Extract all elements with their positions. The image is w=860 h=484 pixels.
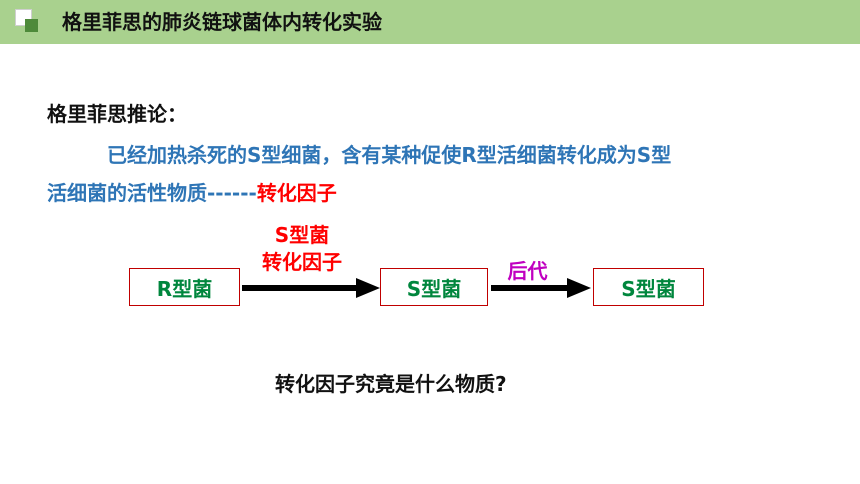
paragraph-line-2-text: 活细菌的活性物质------ <box>47 181 257 205</box>
s-bacteria-box: S型菌 <box>380 268 488 306</box>
title-squares-icon <box>15 9 41 35</box>
arrow-right-icon <box>242 278 380 298</box>
title-square-green <box>25 19 38 32</box>
arrow1-label-line-1: S型菌 <box>274 223 330 247</box>
transforming-factor-highlight: 转化因子 <box>256 181 337 205</box>
arrow2-label: 后代 <box>507 259 548 283</box>
paragraph-line-1: 已经加热杀死的S型细菌，含有某种促使R型活细菌转化成为S型 <box>107 143 672 167</box>
title-bar: 格里菲思的肺炎链球菌体内转化实验 <box>0 0 860 44</box>
question-text: 转化因子究竟是什么物质? <box>275 372 507 396</box>
inference-paragraph: 已经加热杀死的S型细菌，含有某种促使R型活细菌转化成为S型 活细菌的活性物质--… <box>47 136 827 212</box>
s-bacteria-offspring-box: S型菌 <box>593 268 704 306</box>
paragraph-line-2: 活细菌的活性物质------转化因子 <box>47 174 827 212</box>
r-bacteria-box: R型菌 <box>129 268 240 306</box>
arrow-right-icon <box>491 278 591 298</box>
arrow1-label: S型菌 转化因子 <box>242 222 362 276</box>
inference-heading: 格里菲思推论： <box>47 102 187 126</box>
slide-title: 格里菲思的肺炎链球菌体内转化实验 <box>62 10 382 34</box>
arrow1-label-line-2: 转化因子 <box>262 250 342 274</box>
